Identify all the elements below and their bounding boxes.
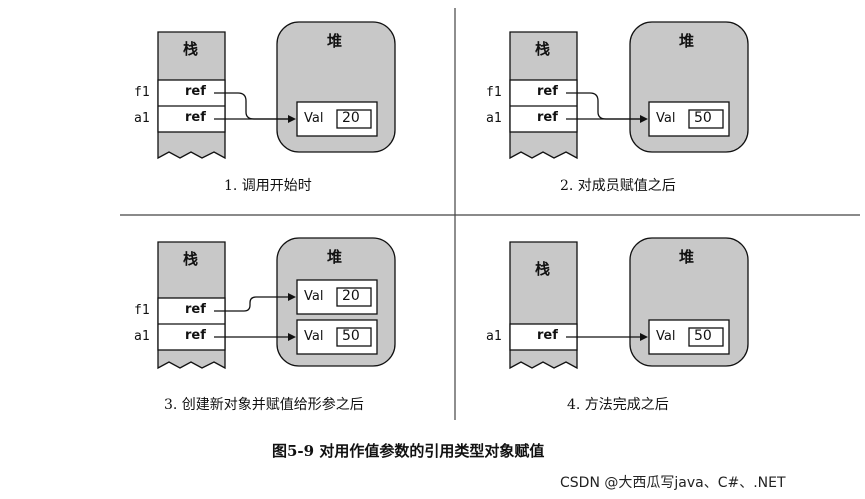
ref-label: ref [185,110,206,125]
panel-caption: 4. 方法完成之后 [567,397,669,413]
val-label: Val [656,111,676,126]
field-value: 50 [342,328,360,344]
ref-label: ref [537,84,558,99]
heap-heading: 堆 [327,248,343,266]
val-label: Val [304,329,324,344]
val-label: Val [304,111,324,126]
object-field [336,287,372,307]
field-value: 50 [694,110,712,126]
stack-heading: 栈 [535,260,551,278]
heap-heading: 堆 [679,248,695,266]
object-field [336,109,372,129]
stack-heading: 栈 [183,250,199,268]
ref-label: ref [185,328,206,343]
ref-label: ref [537,110,558,125]
f1-label: f1 [134,85,150,100]
a1-label: a1 [486,111,502,126]
stack-heading: 栈 [535,40,551,58]
val-label: Val [656,329,676,344]
panel-2 [509,21,749,160]
object-field [688,327,724,347]
ref-label: ref [537,328,558,343]
panel-1 [157,21,396,160]
f1-arrow [214,296,292,312]
figure-title: 图5-9 对用作值参数的引用类型对象赋值 [272,442,545,460]
panel-4 [509,237,749,370]
panel-caption: 3. 创建新对象并赋值给形参之后 [164,397,364,413]
watermark: CSDN @大西瓜写java、C#、.NET [560,475,786,491]
ref-label: ref [185,84,206,99]
stack-heading: 栈 [183,40,199,58]
val-label: Val [304,289,324,304]
a1-label: a1 [486,329,502,344]
panel-caption: 1. 调用开始时 [224,178,312,194]
object-field [336,327,372,347]
heap-heading: 堆 [679,32,695,50]
a1-label: a1 [134,111,150,126]
field-value: 50 [694,328,712,344]
panel-caption: 2. 对成员赋值之后 [560,178,676,194]
a1-label: a1 [134,329,150,344]
heap-heading: 堆 [327,32,343,50]
ref-label: ref [185,302,206,317]
panel-3 [157,237,396,370]
object-field [688,109,724,129]
f1-label: f1 [134,303,150,318]
stack-slot [509,323,578,351]
field-value: 20 [342,110,360,126]
field-value: 20 [342,288,360,304]
f1-label: f1 [486,85,502,100]
